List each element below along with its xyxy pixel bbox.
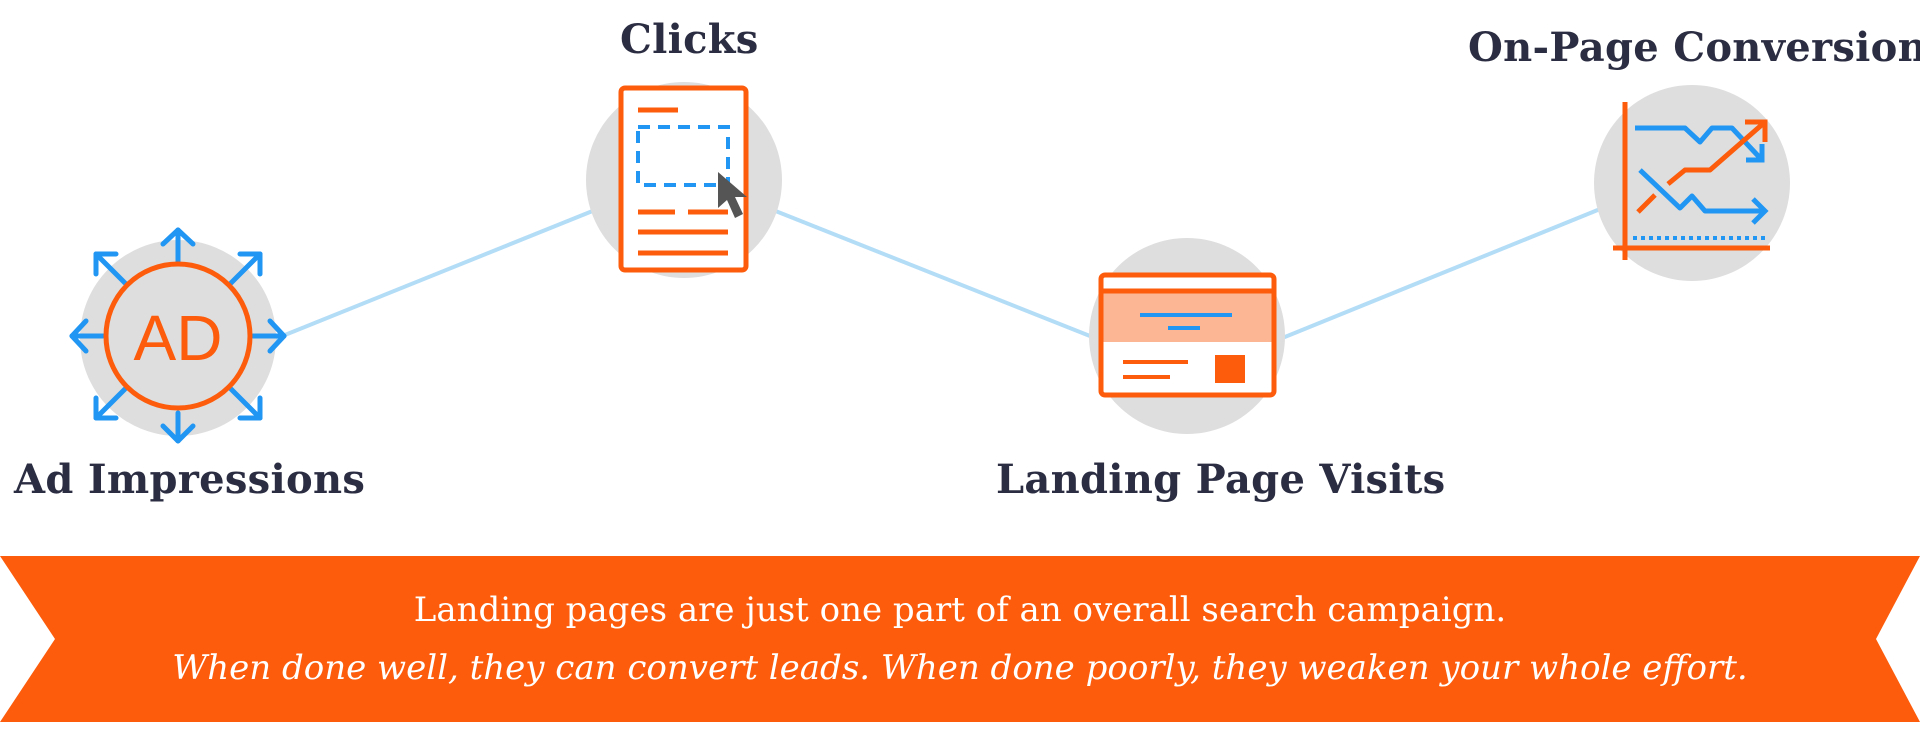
- step-label-clicks: Clicks: [620, 16, 759, 63]
- landing-page-icon: [1089, 238, 1285, 434]
- step-label-ad-impressions: Ad Impressions: [14, 456, 366, 503]
- banner-ribbon: [0, 556, 1920, 722]
- connector-lines: [264, 203, 1611, 345]
- step-label-on-page-conversions: On-Page Conversions: [1468, 24, 1920, 71]
- ad-icon: AD: [69, 227, 287, 444]
- step-label-landing-page-visits: Landing Page Visits: [996, 456, 1446, 503]
- cursor-icon: [718, 172, 747, 218]
- click-document-icon: [586, 82, 782, 278]
- conversion-chart-icon: [1594, 85, 1790, 281]
- connector-landing-conversions: [1269, 203, 1611, 345]
- ad-icon-text: AD: [134, 302, 223, 374]
- banner-headline: Landing pages are just one part of an ov…: [413, 590, 1507, 630]
- connector-ad-clicks: [264, 206, 601, 345]
- connector-clicks-landing: [767, 206, 1101, 342]
- banner-subline: When done well, they can convert leads. …: [172, 648, 1748, 688]
